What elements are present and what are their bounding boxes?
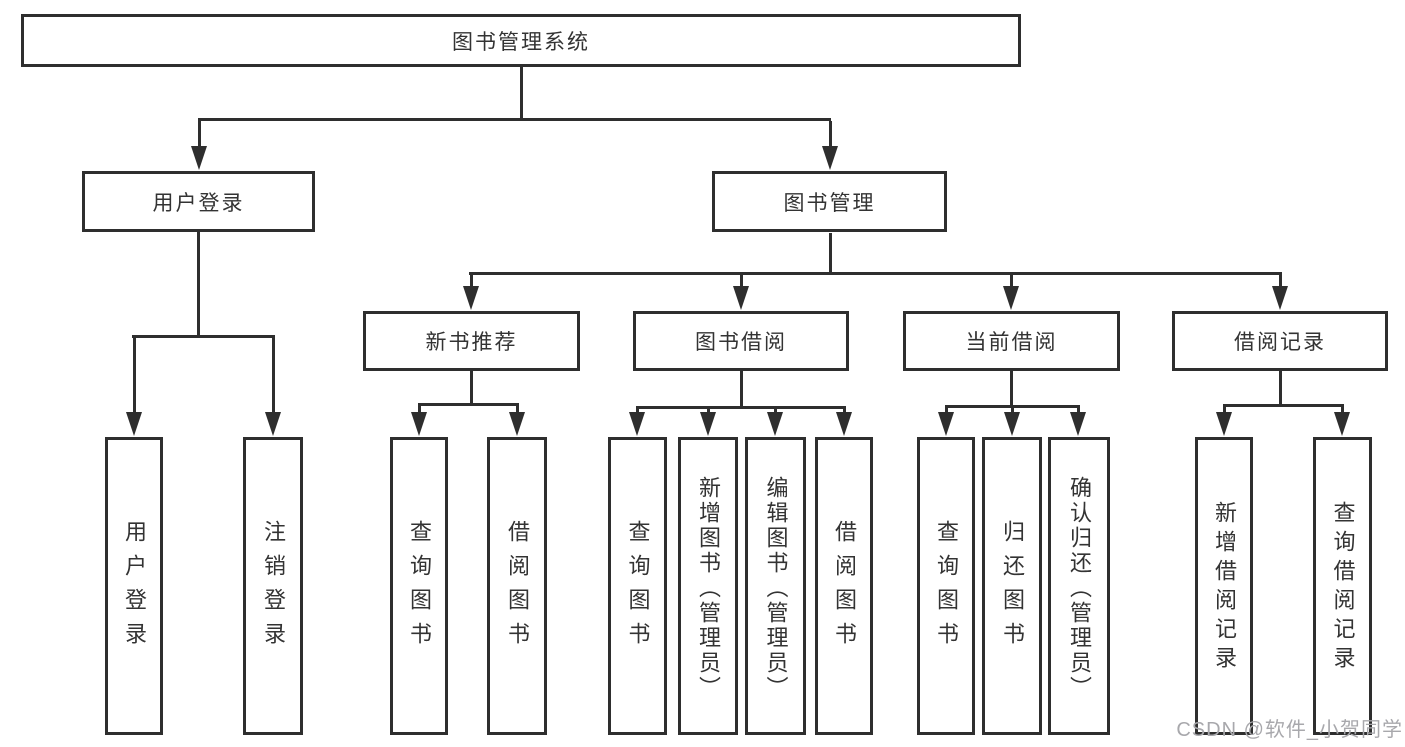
arrow-down-icon bbox=[629, 412, 645, 436]
connector-line bbox=[469, 272, 1282, 275]
node-label: 确认归还（管理员） bbox=[1067, 475, 1092, 701]
connector-line bbox=[515, 406, 519, 414]
node-label: 查询图书 bbox=[625, 520, 651, 656]
connector-line bbox=[132, 335, 275, 338]
node-current-borrowing: 当前借阅 bbox=[903, 311, 1120, 371]
node-label: 归还图书 bbox=[1000, 520, 1025, 656]
connector-line bbox=[706, 409, 710, 414]
node-label: 用户登录 bbox=[152, 191, 245, 215]
leaf-records-query-record: 查询借阅记录 bbox=[1313, 437, 1372, 735]
leaf-current-query-books: 查询图书 bbox=[917, 437, 975, 735]
connector-line bbox=[470, 371, 473, 406]
connector-line bbox=[271, 338, 275, 414]
arrow-down-icon bbox=[1003, 286, 1019, 310]
connector-line bbox=[1223, 404, 1344, 407]
connector-line bbox=[469, 275, 473, 288]
connector-line bbox=[944, 408, 948, 414]
arrow-down-icon bbox=[1070, 412, 1086, 436]
connector-line bbox=[828, 121, 832, 148]
leaf-borrowing-query-books: 查询图书 bbox=[608, 437, 667, 735]
leaf-recommend-borrow-books: 借阅图书 bbox=[487, 437, 547, 735]
leaf-records-add-record: 新增借阅记录 bbox=[1195, 437, 1253, 735]
connector-line bbox=[1279, 371, 1282, 407]
connector-line bbox=[945, 405, 1080, 408]
connector-line bbox=[636, 406, 846, 409]
node-label: 注销登录 bbox=[261, 520, 286, 656]
arrow-down-icon bbox=[700, 412, 716, 436]
node-label: 编辑图书（管理员） bbox=[763, 475, 789, 701]
connector-line bbox=[740, 371, 743, 409]
node-label: 新增借阅记录 bbox=[1212, 501, 1237, 675]
leaf-current-confirm-return-admin: 确认归还（管理员） bbox=[1048, 437, 1110, 735]
arrow-down-icon bbox=[265, 412, 281, 436]
connector-line bbox=[417, 406, 421, 414]
node-new-book-recommend: 新书推荐 bbox=[363, 311, 580, 371]
leaf-borrowing-add-books-admin: 新增图书（管理员） bbox=[678, 437, 738, 735]
connector-line bbox=[1278, 275, 1282, 288]
node-label: 用户登录 bbox=[122, 520, 147, 656]
connector-line bbox=[198, 118, 831, 121]
connector-line bbox=[1222, 407, 1226, 414]
arrow-down-icon bbox=[1216, 412, 1232, 436]
node-label: 查询图书 bbox=[934, 520, 959, 656]
arrow-down-icon bbox=[938, 412, 954, 436]
arrow-down-icon bbox=[1334, 412, 1350, 436]
arrow-down-icon bbox=[411, 412, 427, 436]
arrow-down-icon bbox=[822, 146, 838, 170]
node-label: 查询借阅记录 bbox=[1330, 501, 1356, 675]
node-label: 当前借阅 bbox=[965, 331, 1058, 354]
connector-line bbox=[520, 67, 523, 120]
arrow-down-icon bbox=[767, 412, 783, 436]
connector-line bbox=[829, 233, 832, 275]
node-label: 图书管理系统 bbox=[452, 30, 590, 54]
node-book-borrowing: 图书借阅 bbox=[633, 311, 849, 371]
arrow-down-icon bbox=[463, 286, 479, 310]
connector-line bbox=[739, 275, 743, 288]
connector-line bbox=[842, 409, 846, 414]
node-borrowing-records: 借阅记录 bbox=[1172, 311, 1388, 371]
connector-line bbox=[132, 338, 136, 414]
connector-line bbox=[1009, 275, 1013, 288]
csdn-watermark: CSDN @软件_小贺同学 bbox=[1176, 719, 1403, 741]
connector-line bbox=[197, 231, 200, 338]
leaf-recommend-query-books: 查询图书 bbox=[390, 437, 448, 735]
connector-line bbox=[418, 403, 519, 406]
arrow-down-icon bbox=[1004, 412, 1020, 436]
node-label: 新书推荐 bbox=[425, 331, 518, 354]
node-label: 借阅图书 bbox=[832, 520, 857, 656]
node-label: 图书借阅 bbox=[695, 331, 787, 354]
arrow-down-icon bbox=[836, 412, 852, 436]
leaf-user-login: 用户登录 bbox=[105, 437, 163, 735]
arrow-down-icon bbox=[1272, 286, 1288, 310]
connector-line bbox=[1010, 371, 1013, 408]
node-book-management: 图书管理 bbox=[712, 171, 947, 232]
connector-line bbox=[1340, 407, 1344, 414]
node-library-management-system: 图书管理系统 bbox=[21, 14, 1021, 67]
connector-line bbox=[197, 121, 201, 148]
arrow-down-icon bbox=[733, 286, 749, 310]
arrow-down-icon bbox=[126, 412, 142, 436]
leaf-borrowing-borrow-books: 借阅图书 bbox=[815, 437, 873, 735]
arrow-down-icon bbox=[509, 412, 525, 436]
arrow-down-icon bbox=[191, 146, 207, 170]
node-label: 查询图书 bbox=[407, 520, 432, 656]
connector-line bbox=[773, 409, 777, 414]
leaf-current-return-books: 归还图书 bbox=[982, 437, 1042, 735]
node-label: 图书管理 bbox=[783, 191, 876, 215]
node-label: 借阅记录 bbox=[1234, 331, 1326, 354]
leaf-borrowing-edit-books-admin: 编辑图书（管理员） bbox=[745, 437, 806, 735]
connector-line bbox=[1010, 408, 1014, 414]
connector-line bbox=[635, 409, 639, 414]
leaf-logout: 注销登录 bbox=[243, 437, 303, 735]
connector-line bbox=[1076, 408, 1080, 414]
node-label: 借阅图书 bbox=[505, 520, 530, 656]
node-label: 新增图书（管理员） bbox=[696, 475, 721, 701]
node-user-login: 用户登录 bbox=[82, 171, 315, 232]
